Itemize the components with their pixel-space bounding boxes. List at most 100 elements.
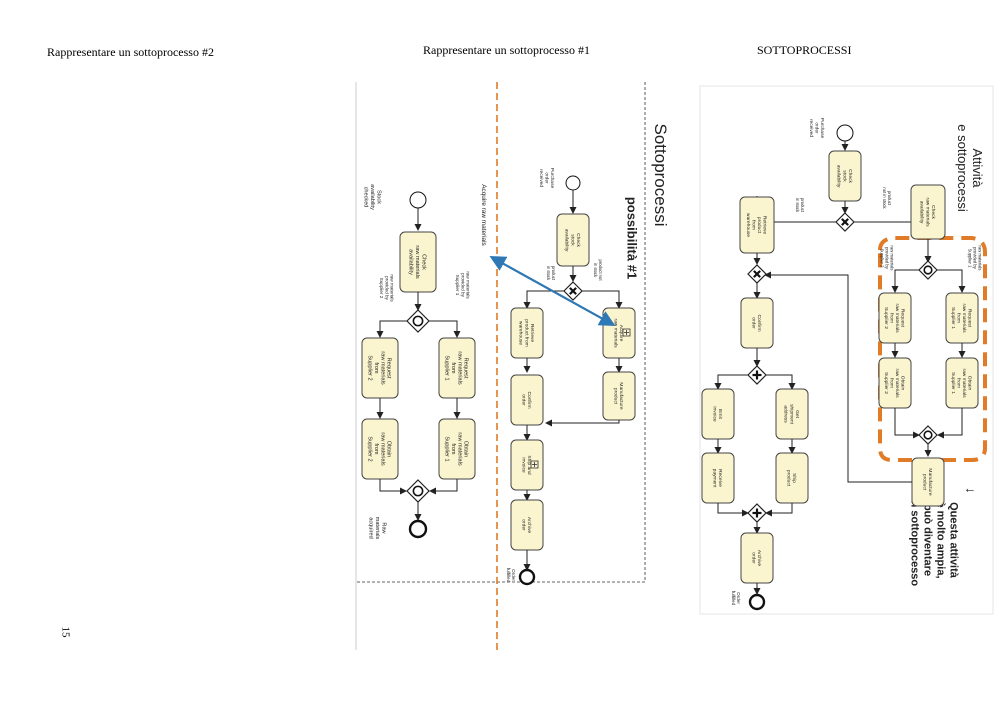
right-task-retrieve-label-line: warehouse xyxy=(745,213,751,237)
right-cond-in-stock-line: in stock xyxy=(795,198,800,213)
center-edge-manufacture-confirm xyxy=(545,419,620,427)
right-cond-not-stock-line: not in stock xyxy=(882,187,887,209)
left-task-check-raw-label-line: Check xyxy=(420,254,426,270)
left-edge-gw-req2 xyxy=(376,320,407,338)
right-edge-ship-join xyxy=(765,503,793,517)
left-start-event xyxy=(409,191,427,209)
right-task-request-s2-label-line: from xyxy=(888,313,894,323)
center-task-manufacture-label-line: Manufacture xyxy=(618,382,624,409)
center-cond-in-stock-line: in stock xyxy=(546,266,551,281)
right-task-check-raw-label-line: raw materials xyxy=(924,197,930,227)
right-task-check-raw-label-line: Check xyxy=(930,205,936,219)
left-cond-supplier2-line: raw materials xyxy=(390,274,395,302)
right-task-archive-label-line: order xyxy=(750,552,756,564)
right-task-retrieve-label-line: from xyxy=(750,220,756,230)
right-gateway-stock xyxy=(835,212,855,232)
right-edge-obt2-gw xyxy=(894,408,920,439)
center-task-check-stock-label-line: stock xyxy=(569,234,575,246)
right-edge-gw-req2 xyxy=(891,269,919,293)
header-left: Rappresentare un sottoprocesso #2 xyxy=(47,45,214,59)
right-task-obtain-s2-label-line: Obtain xyxy=(900,376,906,391)
right-gateway-merge-x2 xyxy=(753,270,761,278)
right-cond-in-stock-line: product xyxy=(800,198,805,213)
header-center: Rappresentare un sottoprocesso #1 xyxy=(423,43,590,57)
right-task-get-address-label-line: address xyxy=(783,405,789,423)
right-note-line: può diventare xyxy=(922,504,934,576)
right-task-request-s1-label-line: Request xyxy=(967,309,973,328)
left-cond-supplier2-line: Supplier 2 xyxy=(379,278,384,299)
right-note-line: Questa attività xyxy=(948,502,960,579)
right-start-label-line: Purchase xyxy=(819,118,825,139)
right-cond-s2-line: Supplier 2 xyxy=(880,249,885,269)
center-callout-arrow-back xyxy=(492,257,616,326)
left-task-check-raw-label-line: raw materials xyxy=(414,245,420,278)
right-gateway-stock-x2 xyxy=(841,218,849,226)
left-edge-gw-req1 xyxy=(429,320,461,338)
center-task-check-stock-label-line: Check xyxy=(575,233,581,247)
right-note-arrow: ← xyxy=(964,481,977,496)
right-cond-s1-line: Supplier 1 xyxy=(968,249,973,269)
left-task-obtain-s2-label-line: Obtain xyxy=(386,441,392,457)
right-task-manufacture-label-line: product xyxy=(921,474,927,491)
right-task-request-s1-label-line: Supplier 1 xyxy=(950,307,956,329)
header-right: SOTTOPROCESSI xyxy=(757,43,852,57)
right-task-obtain-s1-label-line: Supplier 1 xyxy=(950,372,956,394)
right-end-event xyxy=(748,593,766,611)
right-task-get-address-label-line: shipment xyxy=(788,404,794,424)
right-note-arrow-line: ← xyxy=(964,481,977,496)
right-task-retrieve-label-line: product xyxy=(756,217,762,234)
center-cond-not-stock-line: product not xyxy=(598,260,603,282)
right-task-request-s2-label-line: Request xyxy=(900,309,906,328)
left-end-event xyxy=(408,519,428,539)
center-acquire-note: Acquire raw materials xyxy=(480,184,487,245)
left-task-obtain-s1-label-line: raw materials xyxy=(456,432,462,465)
left-task-request-s2-label-line: Supplier 2 xyxy=(366,355,372,380)
right-task-confirm-label-line: Confirm xyxy=(756,314,762,331)
right-gateway-parallel-join xyxy=(747,503,767,523)
right-title-line: Attività xyxy=(970,148,985,188)
right-task-confirm-label-line: order xyxy=(750,317,756,329)
right-start-event xyxy=(836,124,854,142)
right-task-request-s1-label-line: from xyxy=(955,313,961,323)
center-task-retrieve-label-line: Retrieve xyxy=(529,324,535,342)
